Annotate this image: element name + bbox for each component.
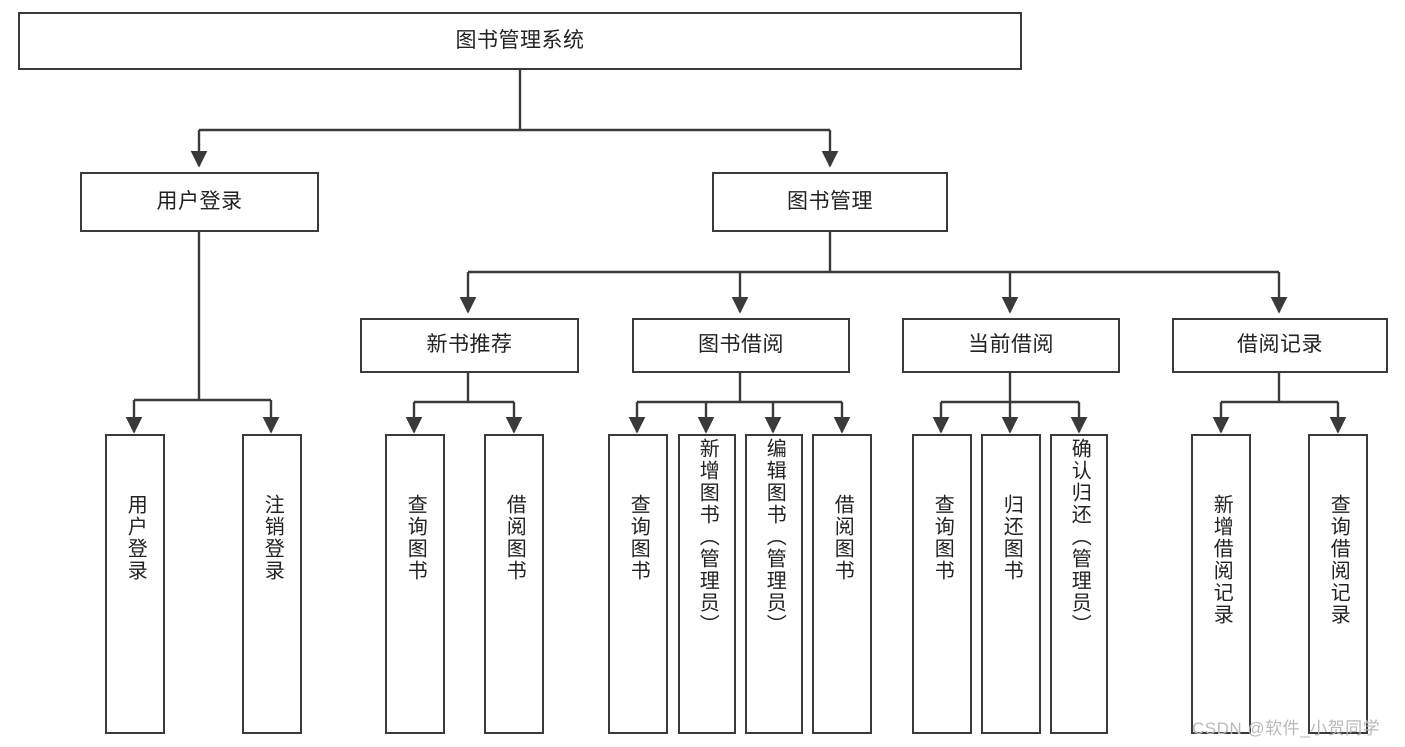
node-leaf-logout-login[interactable]: 注销登录 bbox=[242, 434, 302, 734]
node-user-login[interactable]: 用户登录 bbox=[80, 172, 319, 232]
node-leaf-query-book-2-label: 查询图书 bbox=[627, 494, 650, 582]
node-book-management[interactable]: 图书管理 bbox=[712, 172, 948, 232]
node-borrow-record[interactable]: 借阅记录 bbox=[1172, 318, 1388, 373]
node-leaf-borrow-book-2[interactable]: 借阅图书 bbox=[812, 434, 872, 734]
node-leaf-confirm-return[interactable]: 确认归还（管理员） bbox=[1050, 434, 1108, 734]
node-leaf-query-borrow-record[interactable]: 查询借阅记录 bbox=[1308, 434, 1368, 734]
node-leaf-add-book[interactable]: 新增图书（管理员） bbox=[678, 434, 736, 734]
node-new-book-recommend[interactable]: 新书推荐 bbox=[360, 318, 579, 373]
node-leaf-edit-book-label: 编辑图书（管理员） bbox=[763, 438, 786, 636]
node-current-borrow-label: 当前借阅 bbox=[968, 333, 1054, 357]
node-leaf-return-book-label: 归还图书 bbox=[1000, 494, 1023, 582]
node-leaf-logout-login-label: 注销登录 bbox=[261, 494, 284, 582]
node-leaf-query-book-3-label: 查询图书 bbox=[931, 494, 954, 582]
node-leaf-add-borrow-record-label: 新增借阅记录 bbox=[1210, 494, 1233, 626]
watermark: CSDN @软件_小贺同学 bbox=[1192, 719, 1381, 738]
node-leaf-query-book-1-label: 查询图书 bbox=[404, 494, 427, 582]
node-leaf-borrow-book-1[interactable]: 借阅图书 bbox=[484, 434, 544, 734]
node-leaf-user-login[interactable]: 用户登录 bbox=[105, 434, 165, 734]
node-root-label: 图书管理系统 bbox=[455, 28, 585, 52]
node-borrow-record-label: 借阅记录 bbox=[1237, 333, 1323, 357]
node-leaf-query-book-3[interactable]: 查询图书 bbox=[912, 434, 972, 734]
node-leaf-confirm-return-label: 确认归还（管理员） bbox=[1068, 438, 1091, 636]
node-leaf-user-login-label: 用户登录 bbox=[124, 494, 147, 582]
node-book-borrow-label: 图书借阅 bbox=[698, 333, 784, 357]
node-leaf-borrow-book-2-label: 借阅图书 bbox=[831, 494, 854, 582]
node-new-book-recommend-label: 新书推荐 bbox=[426, 333, 513, 357]
node-leaf-borrow-book-1-label: 借阅图书 bbox=[503, 494, 526, 582]
node-current-borrow[interactable]: 当前借阅 bbox=[902, 318, 1120, 373]
node-book-borrow[interactable]: 图书借阅 bbox=[632, 318, 850, 373]
node-leaf-query-borrow-record-label: 查询借阅记录 bbox=[1327, 494, 1350, 626]
node-leaf-query-book-2[interactable]: 查询图书 bbox=[608, 434, 668, 734]
node-leaf-query-book-1[interactable]: 查询图书 bbox=[385, 434, 445, 734]
node-leaf-edit-book[interactable]: 编辑图书（管理员） bbox=[745, 434, 803, 734]
node-leaf-return-book[interactable]: 归还图书 bbox=[981, 434, 1041, 734]
node-leaf-add-book-label: 新增图书（管理员） bbox=[696, 438, 719, 636]
node-book-management-label: 图书管理 bbox=[787, 189, 873, 213]
node-user-login-label: 用户登录 bbox=[156, 189, 243, 213]
node-root[interactable]: 图书管理系统 bbox=[18, 12, 1022, 70]
node-leaf-add-borrow-record[interactable]: 新增借阅记录 bbox=[1191, 434, 1251, 734]
